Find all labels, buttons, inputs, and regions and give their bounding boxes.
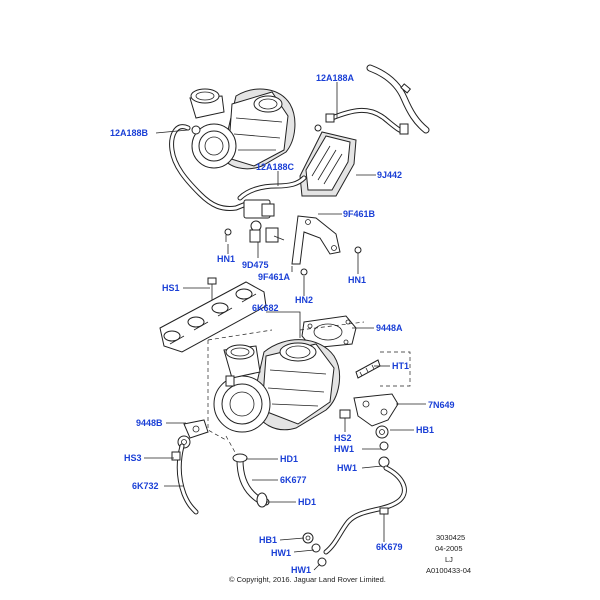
label-9F461B[interactable]: 9F461B	[343, 209, 376, 219]
label-HT1[interactable]: HT1	[392, 361, 409, 371]
stud-HT1	[355, 351, 411, 387]
hose-12A188B	[169, 124, 249, 211]
lower-turbocharger	[207, 321, 365, 441]
label-HN1-left[interactable]: HN1	[217, 254, 235, 264]
heat-shield-9J442	[299, 124, 357, 197]
bracket-9F461B	[291, 215, 362, 276]
valve-9D475	[224, 199, 285, 243]
label-HW1-middle[interactable]: HW1	[337, 463, 357, 473]
bolt-HS2	[339, 409, 351, 432]
label-9448A[interactable]: 9448A	[376, 323, 403, 333]
label-9448B[interactable]: 9448B	[136, 418, 163, 428]
label-HN2[interactable]: HN2	[295, 295, 313, 305]
label-6K677[interactable]: 6K677	[280, 475, 307, 485]
label-HB1-lower[interactable]: HB1	[259, 535, 277, 545]
label-HS2[interactable]: HS2	[334, 433, 352, 443]
hose-12A188C	[237, 175, 307, 201]
label-6K732[interactable]: 6K732	[132, 481, 159, 491]
label-9F461A[interactable]: 9F461A	[258, 272, 291, 282]
label-HW1-upper[interactable]: HW1	[334, 444, 354, 454]
leader-lines	[144, 82, 426, 571]
part-labels: 12A188A 12A188B 12A188C 9J442 9F461B HN1…	[110, 73, 455, 575]
reference-number: 3030425	[436, 533, 465, 542]
label-6K682[interactable]: 6K682	[252, 303, 279, 313]
label-12A188C[interactable]: 12A188C	[256, 162, 295, 172]
exhaust-manifold-6K682	[159, 277, 267, 353]
label-HW1-lower-left[interactable]: HW1	[271, 548, 291, 558]
bracket-7N649	[353, 393, 399, 427]
label-12A188A[interactable]: 12A188A	[316, 73, 355, 83]
oil-pipe-6K732	[171, 443, 199, 515]
label-HD1-upper[interactable]: HD1	[280, 454, 298, 464]
label-9J442[interactable]: 9J442	[377, 170, 402, 180]
illustration-id: A0100433-04	[426, 566, 471, 575]
pipe-6K679	[302, 465, 407, 567]
banjo-HB1-upper	[375, 425, 390, 468]
label-12A188B[interactable]: 12A188B	[110, 128, 149, 138]
hose-6K677	[225, 435, 270, 508]
label-6K679[interactable]: 6K679	[376, 542, 403, 552]
label-9D475[interactable]: 9D475	[242, 260, 269, 270]
label-HS3[interactable]: HS3	[124, 453, 142, 463]
reference-block: 3030425 04-2005 LJ A0100433-04	[426, 533, 471, 575]
hose-12A188A	[325, 64, 430, 135]
gasket-9448A	[301, 315, 357, 349]
label-HW1-bottom[interactable]: HW1	[291, 565, 311, 575]
upper-turbocharger	[189, 88, 296, 170]
copyright-notice: © Copyright, 2016. Jaguar Land Rover Lim…	[229, 575, 386, 584]
reference-code: LJ	[445, 555, 453, 564]
reference-date: 04-2005	[435, 544, 463, 553]
label-HD1-lower[interactable]: HD1	[298, 497, 316, 507]
label-HB1-upper[interactable]: HB1	[416, 425, 434, 435]
label-HS1[interactable]: HS1	[162, 283, 180, 293]
label-HN1-right[interactable]: HN1	[348, 275, 366, 285]
label-7N649[interactable]: 7N649	[428, 400, 455, 410]
